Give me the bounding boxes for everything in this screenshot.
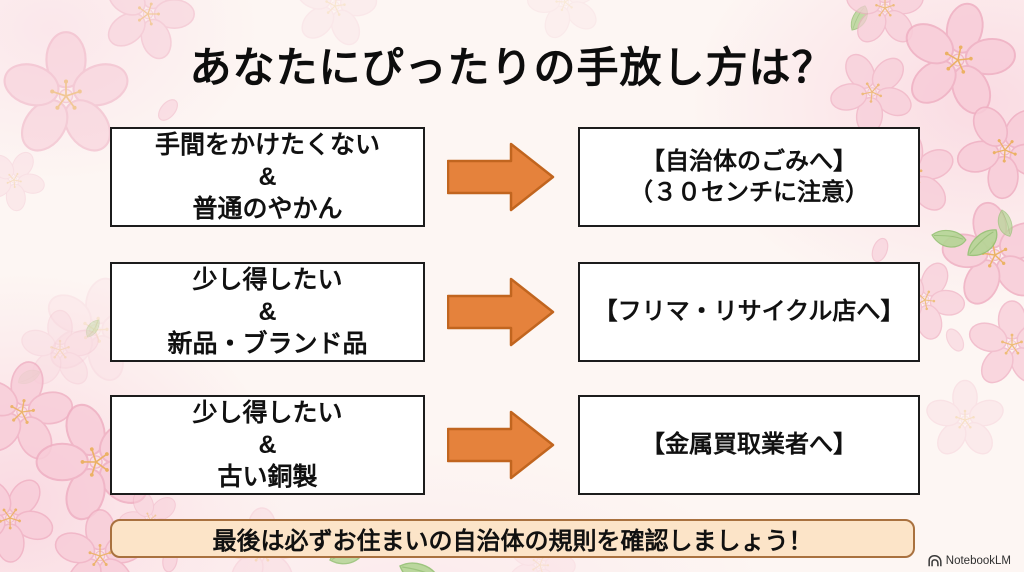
result-line1: 【自治体のごみへ】: [641, 147, 857, 175]
notebooklm-logo-icon: [928, 555, 942, 567]
watermark-label: NotebookLM: [945, 555, 1011, 567]
leaf-icon: [395, 555, 443, 572]
footer-note-banner: 最後は必ずお住まいの自治体の規則を確認しましょう！: [110, 519, 915, 558]
result-line1: 【フリマ・リサイクル店へ】: [593, 298, 905, 326]
condition-box: 少し得したい & 新品・ブランド品: [110, 262, 425, 362]
result-line2: （３０センチに注意）: [629, 179, 869, 206]
condition-amp: &: [258, 431, 277, 459]
result-box: 【フリマ・リサイクル店へ】: [578, 262, 920, 362]
result-box: 【金属買取業者へ】: [578, 395, 920, 495]
condition-amp: &: [258, 163, 277, 191]
condition-box: 手間をかけたくない & 普通のやかん: [110, 127, 425, 227]
leaf-icon: [15, 366, 43, 387]
flow-row: 少し得したい & 古い銅製 【金属買取業者へ】: [0, 395, 1024, 495]
leaf-icon: [961, 224, 1004, 263]
condition-amp: &: [258, 298, 277, 326]
sakura-petal-icon: [154, 95, 182, 125]
right-block-arrow-icon: [446, 275, 557, 349]
result-box: 【自治体のごみへ】 （３０センチに注意）: [578, 127, 920, 227]
condition-box: 少し得したい & 古い銅製: [110, 395, 425, 495]
right-block-arrow-icon: [446, 408, 557, 482]
result-line1: 【金属買取業者へ】: [641, 431, 857, 459]
condition-line1: 少し得したい: [192, 266, 343, 294]
condition-line1: 少し得したい: [192, 399, 343, 427]
condition-line2: 普通のやかん: [192, 195, 343, 223]
flow-row: 少し得したい & 新品・ブランド品 【フリマ・リサイクル店へ】: [0, 262, 1024, 362]
right-block-arrow-icon: [446, 140, 557, 214]
page-title: あなたにぴったりの手放し方は？: [189, 44, 835, 91]
condition-line1: 手間をかけたくない: [154, 131, 380, 159]
footer-note-text: 最後は必ずお住まいの自治体の規則を確認しましょう！: [212, 528, 813, 555]
condition-line2: 古い銅製: [217, 463, 318, 491]
sakura-petal-icon: [868, 235, 892, 265]
leaf-icon: [929, 225, 968, 252]
watermark: NotebookLM: [928, 555, 1011, 567]
condition-line2: 新品・ブランド品: [167, 330, 368, 358]
leaf-icon: [845, 3, 873, 34]
flow-row: 手間をかけたくない & 普通のやかん 【自治体のごみへ】 （３０センチに注意）: [0, 127, 1024, 227]
